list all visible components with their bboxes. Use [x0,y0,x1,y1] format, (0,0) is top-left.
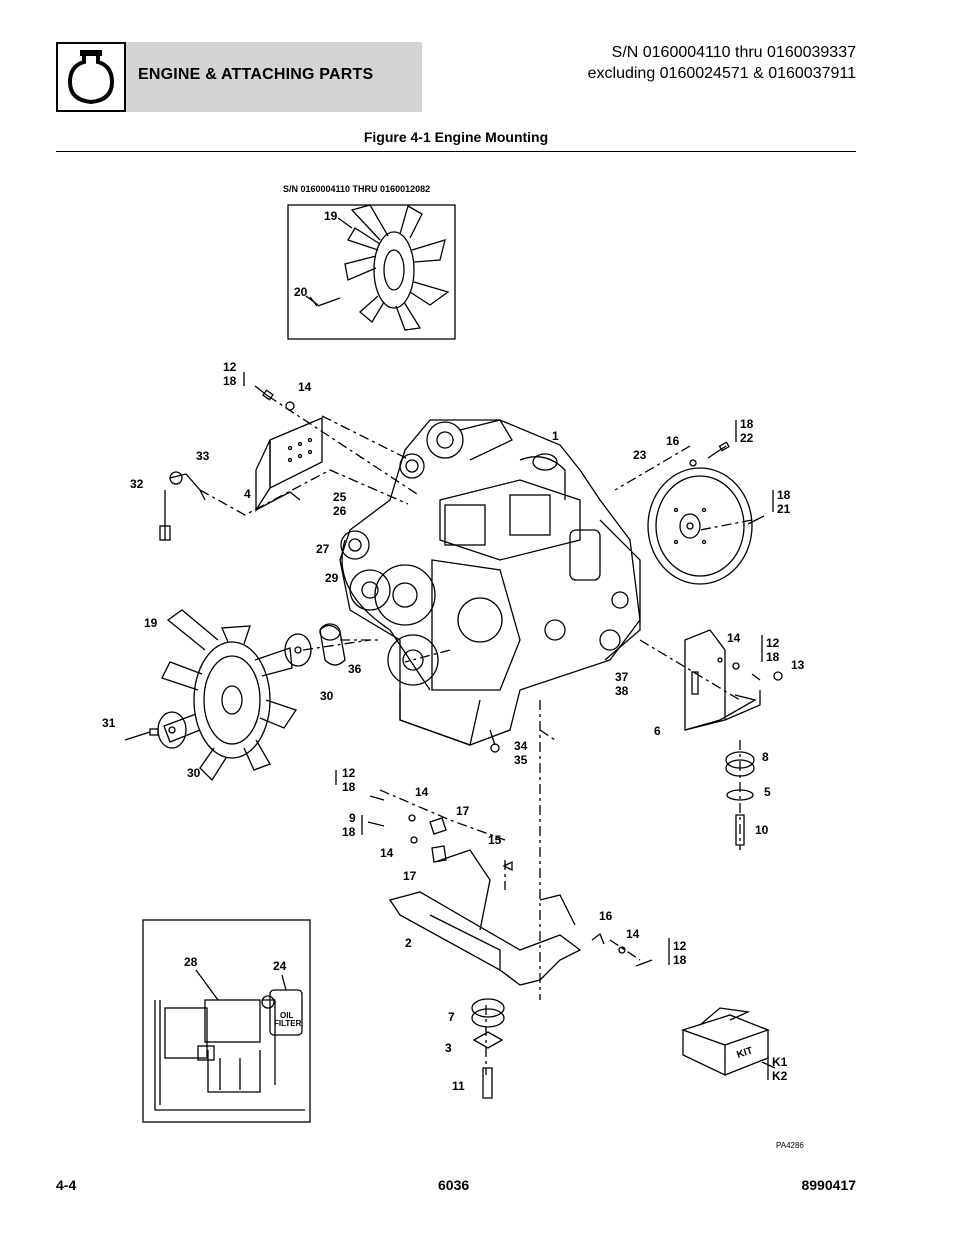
callout-1: 1 [552,429,559,443]
callout-18-c: 18 [777,488,791,502]
callout-19-inset: 19 [324,209,338,223]
callout-2: 2 [405,936,412,950]
engine-section-icon [56,42,126,112]
callout-16-a: 16 [666,434,680,448]
callout-23: 23 [633,448,647,462]
oil-filter-label-1: OIL [280,1011,293,1020]
callout-12-d: 12 [673,939,687,953]
assembly-center-lines [199,395,753,1075]
fan-spacer-front [157,711,187,749]
callout-8: 8 [762,750,769,764]
cooling-fan [161,609,298,782]
callout-k2: K2 [772,1069,788,1083]
callout-13: 13 [791,658,805,672]
callout-33: 33 [196,449,210,463]
callout-15: 15 [488,833,502,847]
callout-26: 26 [333,504,347,518]
mount-bolt [735,814,745,846]
callout-30-b: 30 [187,766,201,780]
callout-6: 6 [654,724,661,738]
engine-bracket-left [255,417,323,513]
callout-14-a: 14 [298,380,312,394]
callout-5: 5 [764,785,771,799]
callout-17-a: 17 [456,804,470,818]
inset-oil-filter-assembly [154,989,305,1111]
engine-isolator [725,751,755,769]
callout-29: 29 [325,571,339,585]
callout-7: 7 [448,1010,455,1024]
callout-12-a: 12 [223,360,237,374]
section-header: ENGINE & ATTACHING PARTS [56,42,422,112]
lower-isolator [471,998,505,1018]
callout-3: 3 [445,1041,452,1055]
callout-34: 34 [514,739,528,753]
callout-30-a: 30 [320,689,334,703]
oil-filter-inset-frame [142,919,311,1123]
mount-washer [726,789,754,801]
serial-range-line1: S/N 0160004110 thru 0160039337 [611,44,856,61]
callout-18-e: 18 [342,780,356,794]
callout-12-c: 12 [342,766,356,780]
callout-19: 19 [144,616,158,630]
document-number: 8990417 [801,1177,856,1193]
engine-outline-icon [67,50,115,105]
callout-18-b: 18 [740,417,754,431]
temperature-sender [159,471,206,541]
fan-inset-frame [287,204,456,340]
figure-title: Figure 4-1 Engine Mounting [363,129,549,145]
header-rule [56,151,856,152]
machine-model: 6036 [438,1177,470,1193]
callout-14-c: 14 [415,785,429,799]
callout-31: 31 [102,716,116,730]
callout-20: 20 [294,285,308,299]
kit-box [680,1007,770,1077]
callout-17-b: 17 [403,869,417,883]
flywheel-adapter-plate [647,467,753,585]
callout-37: 37 [615,670,629,684]
lower-bolt [482,1067,493,1099]
fan-pulley-spacer [319,624,346,666]
fan-spacer-rear [284,633,312,667]
inset-caption: S/N 0160004110 THRU 0160012082 [283,184,430,194]
serial-range-line2: excluding 0160024571 & 0160037911 [587,65,856,82]
callout-11: 11 [452,1079,465,1093]
page-number: 4-4 [56,1177,77,1193]
callout-36: 36 [348,662,362,676]
callout-18-g: 18 [673,953,687,967]
lower-washer [472,1031,504,1049]
callout-14-d: 14 [380,846,394,860]
engine-mount-rail [388,849,582,986]
callout-22: 22 [740,431,754,445]
oil-filter-label-2: FILTER [274,1019,302,1028]
callout-18-f: 18 [342,825,356,839]
callout-k1: K1 [772,1055,788,1069]
callout-4: 4 [244,487,251,501]
callout-14-b: 14 [727,631,741,645]
callout-24: 24 [273,959,287,973]
callout-28: 28 [184,955,198,969]
callout-18-a: 18 [223,374,237,388]
callout-12-b: 12 [766,636,780,650]
inset-fan [309,204,450,331]
engine-mount-bracket-right [684,629,761,731]
callout-18-d: 18 [766,650,780,664]
drawing-id: PA4286 [776,1141,804,1150]
callout-32: 32 [130,477,144,491]
kit-box-label: KIT [736,1045,755,1060]
callout-35: 35 [514,753,528,767]
callout-9: 9 [349,811,356,825]
engine-assembly [339,419,641,753]
section-title: ENGINE & ATTACHING PARTS [138,66,374,83]
callout-10: 10 [755,823,769,837]
callout-27: 27 [316,542,330,556]
callout-14-e: 14 [626,927,640,941]
callout-38: 38 [615,684,629,698]
callout-21: 21 [777,502,791,516]
callout-16-b: 16 [599,909,613,923]
callout-25: 25 [333,490,347,504]
